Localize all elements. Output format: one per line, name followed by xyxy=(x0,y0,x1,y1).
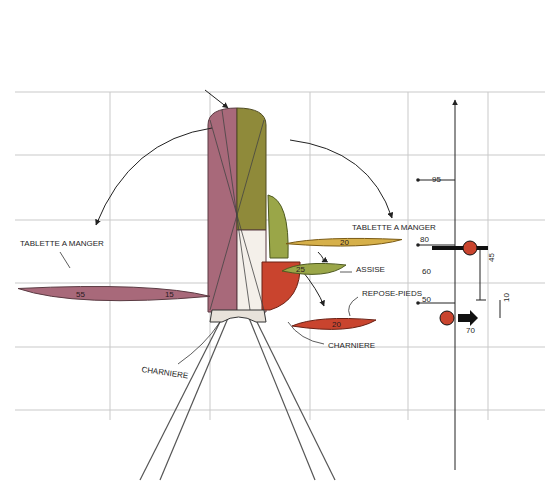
leader-lines xyxy=(60,252,358,364)
part-name: TABLETTE A MANGER xyxy=(352,224,436,232)
grid xyxy=(15,92,545,420)
part-name: TABLETTE A MANGER xyxy=(20,240,104,248)
furniture-leaf: 25 xyxy=(282,260,346,280)
backrest-panel xyxy=(208,108,237,312)
dimension-number: 55 xyxy=(76,291,85,299)
cross-lines xyxy=(210,110,264,310)
dimension-label: 50 xyxy=(422,296,431,304)
dimension-label: 80 xyxy=(420,236,429,244)
leaf-shape xyxy=(282,260,346,280)
height-scale xyxy=(418,100,500,470)
scale-marks xyxy=(416,178,488,326)
dimension-number: 20 xyxy=(340,239,349,247)
leaf-outline xyxy=(18,286,210,300)
furniture-leaf: 20 xyxy=(286,236,402,250)
leaf-outline xyxy=(292,318,376,329)
legs xyxy=(140,318,335,480)
part-name: CHARNIERE xyxy=(328,342,375,350)
movement-arrows xyxy=(96,90,392,306)
leaf-shape xyxy=(18,282,210,308)
leaf-outline xyxy=(286,238,402,246)
furniture-leaf: 55 15 xyxy=(18,282,210,308)
dimension-label: 10 xyxy=(503,293,511,302)
folded-seat xyxy=(268,195,288,258)
furniture-leaf: 20 xyxy=(292,315,376,335)
folded-tablet xyxy=(237,108,266,230)
dimension-number: 15 xyxy=(165,291,174,299)
part-name: CHARNIERE xyxy=(141,366,189,380)
hinge-base xyxy=(210,310,266,322)
part-name: ASSISE xyxy=(356,266,385,274)
dimension-label: 95 xyxy=(432,176,441,184)
dimension-label: 60 xyxy=(422,268,431,276)
leaf-outline xyxy=(282,263,346,274)
dimension-label: 45 xyxy=(488,253,496,262)
dimension-number: 20 xyxy=(332,321,341,329)
dimension-number: 25 xyxy=(296,266,305,274)
dimension-label: 70 xyxy=(466,327,475,335)
part-name: REPOSE-PIEDS xyxy=(362,290,422,298)
